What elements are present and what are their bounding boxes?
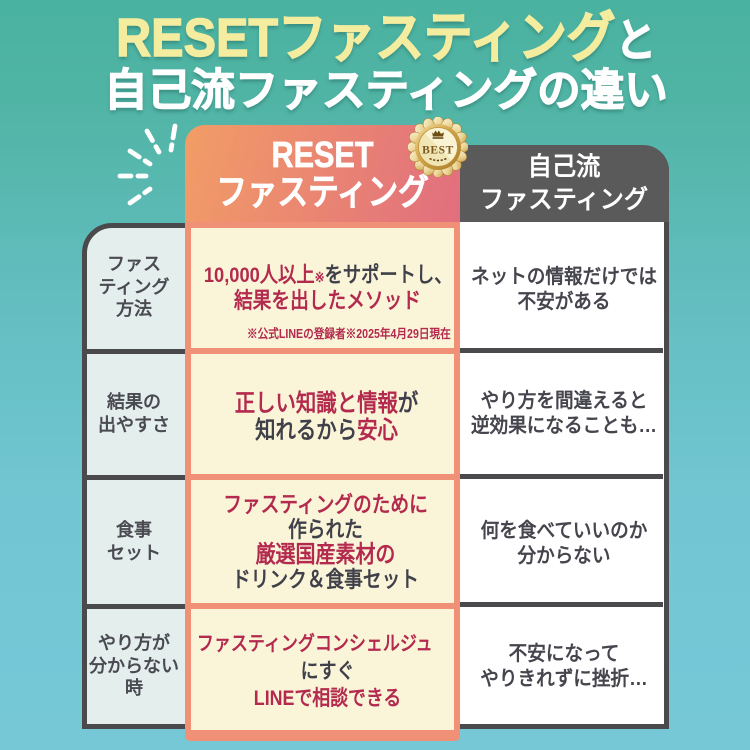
svg-text:BEST: BEST xyxy=(422,145,454,157)
